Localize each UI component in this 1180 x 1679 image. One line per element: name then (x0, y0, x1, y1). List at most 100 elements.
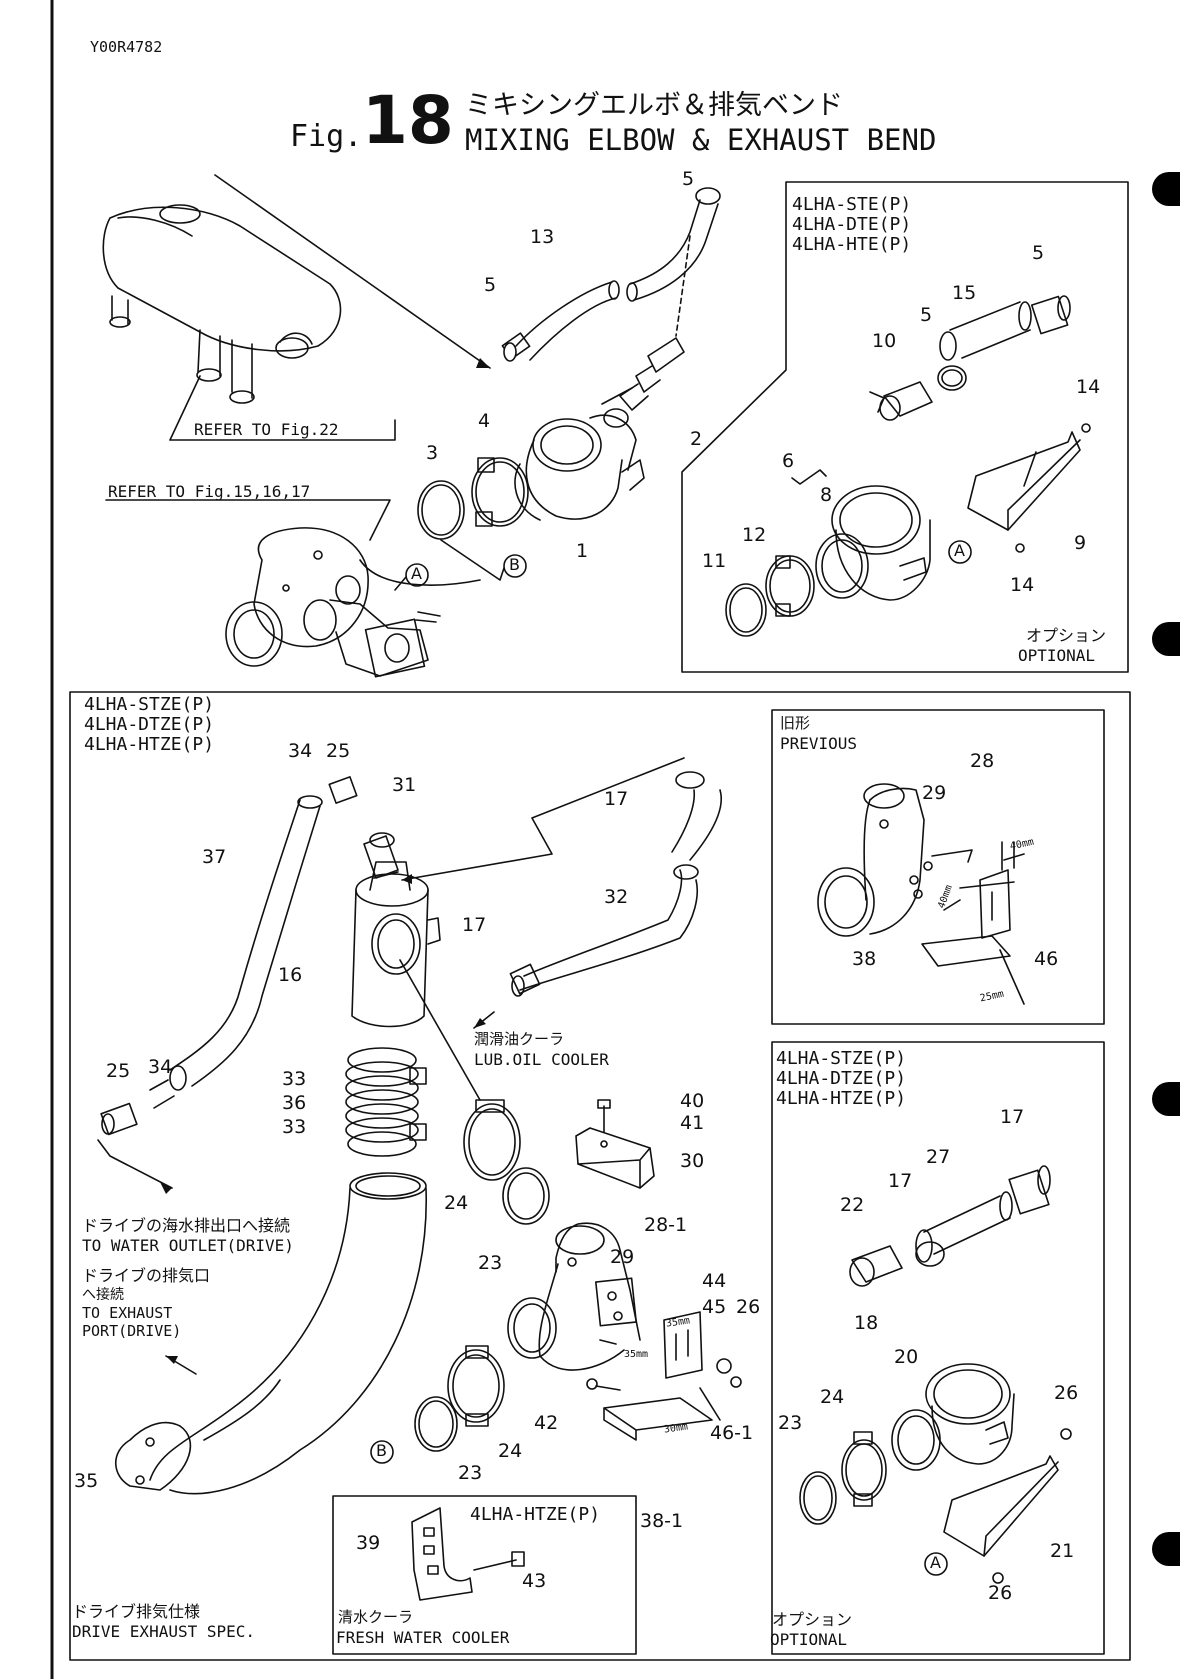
marker-B-mid (370, 1440, 394, 1464)
water-outlet-en: TO WATER OUTLET(DRIVE) (82, 1236, 294, 1255)
gasket-23-mid-drawing (502, 1167, 550, 1225)
htze-model: 4LHA-HTZE(P) (470, 1504, 601, 1525)
part-number: 37 (202, 846, 227, 868)
part-number: 5 (682, 168, 695, 190)
marker-A-opt-low-label: A (930, 1553, 941, 1572)
htze-frame (332, 1495, 637, 1655)
binder-hole-marker (1152, 1082, 1180, 1116)
part-number: 26 (1054, 1382, 1079, 1404)
mixing-elbow-1-drawing (514, 387, 645, 521)
top-options-frame (681, 181, 1129, 673)
part-number: 16 (278, 964, 303, 986)
part-number: 23 (458, 1462, 483, 1484)
marker-A-opt-top (948, 540, 972, 564)
part-number: 2 (690, 428, 703, 450)
exhaust-port-en-2: PORT(DRIVE) (82, 1322, 182, 1340)
opt2-model-3: 4LHA-HTZE(P) (776, 1088, 907, 1109)
part-number: 23 (778, 1412, 803, 1434)
part-number: 30 (680, 1150, 705, 1172)
part-number: 40 (680, 1090, 705, 1112)
lub-cooler-line (401, 757, 685, 881)
water-outlet-line (97, 1139, 173, 1189)
marker-B-mid-label: B (376, 1441, 387, 1460)
part-number: 5 (484, 274, 497, 296)
part-number: 38-1 (640, 1510, 684, 1532)
part-number: 34 (148, 1056, 173, 1078)
part-number: 29 (922, 782, 947, 804)
part-number: 5 (920, 304, 933, 326)
fresh-cooler-en: FRESH WATER COOLER (336, 1628, 510, 1647)
part-number: 46 (1034, 948, 1059, 970)
lower-model-3: 4LHA-HTZE(P) (84, 734, 215, 755)
gasket-3-drawing (417, 480, 465, 540)
part-number: 8 (820, 484, 833, 506)
fresh-cooler-jp: 清水クーラ (338, 1608, 414, 1626)
mixing-elbow-29-drawing (507, 1222, 641, 1371)
opt2-optional-jp: オプション (772, 1610, 853, 1629)
lower-model-2: 4LHA-DTZE(P) (84, 714, 215, 735)
clamp-24-low-drawing (447, 1345, 505, 1427)
part-number: 9 (1074, 532, 1087, 554)
drive-spec-en: DRIVE EXHAUST SPEC. (72, 1622, 256, 1641)
water-outlet-jp: ドライブの海水排出口へ接続 (82, 1216, 291, 1235)
ref-fig15-leader (105, 499, 391, 541)
exhaust-port-jp-2: へ接続 (82, 1287, 124, 1303)
opt2-optional-en: OPTIONAL (770, 1630, 848, 1649)
part-number: 27 (926, 1146, 951, 1168)
opt2-model-2: 4LHA-DTZE(P) (776, 1068, 907, 1089)
lower-options-frame (771, 1041, 1105, 1655)
part-number: 28-1 (644, 1214, 688, 1236)
marker-A-top (405, 563, 429, 587)
part-number: 25 (326, 740, 351, 762)
fitting-31-drawing (328, 776, 399, 879)
bracket-46-1-drawing (603, 1311, 721, 1441)
mid-dim-2: 35mm (624, 1349, 649, 1360)
exhaust-port-jp-1: ドライブの排気口 (82, 1266, 211, 1285)
part-number: 31 (392, 774, 417, 796)
part-number: 21 (1050, 1540, 1075, 1562)
part-number: 14 (1076, 376, 1101, 398)
top-model-1: 4LHA-STE(P) (792, 194, 912, 215)
part-number: 17 (1000, 1106, 1025, 1128)
part-number: 17 (604, 788, 629, 810)
title-jp: ミキシングエルボ＆排気ベンド (465, 90, 843, 121)
part-number: 29 (610, 1246, 635, 1268)
binder-hole-marker (1152, 622, 1180, 656)
clamp-24-mid-drawing (463, 1099, 521, 1181)
gasket-23-low-drawing (414, 1396, 458, 1452)
part-number: 20 (894, 1346, 919, 1368)
part-number: 15 (952, 282, 977, 304)
marker-A-top-label: A (411, 564, 422, 583)
part-number: 24 (444, 1192, 469, 1214)
part-number: 23 (478, 1252, 503, 1274)
lub-cooler-en: LUB.OIL COOLER (474, 1050, 609, 1069)
fitting-2-drawing (619, 337, 685, 411)
part-number: 41 (680, 1112, 705, 1134)
opt2-model-1: 4LHA-STZE(P) (776, 1048, 907, 1069)
ref-fig15: REFER TO Fig.15,16,17 (108, 482, 311, 501)
part-number: 45 (702, 1296, 727, 1318)
part-number: 44 (702, 1270, 727, 1292)
marker-A-opt-top-label: A (954, 541, 965, 560)
hose-37-drawing (100, 795, 323, 1136)
part-number: 42 (534, 1412, 559, 1434)
lower-main-frame (69, 691, 1131, 1661)
title-en: MIXING ELBOW & EXHAUST BEND (465, 123, 937, 157)
part-number: 26 (988, 1582, 1013, 1604)
part-number: 10 (872, 330, 897, 352)
part-number: 18 (854, 1312, 879, 1334)
top-model-3: 4LHA-HTE(P) (792, 234, 912, 255)
part-number: 33 (282, 1116, 307, 1138)
top-optional-jp: オプション (1026, 626, 1107, 645)
hose-32-drawing (509, 771, 722, 997)
part-number: 33 (282, 1068, 307, 1090)
lower-model-1: 4LHA-STZE(P) (84, 694, 215, 715)
previous-en: PREVIOUS (780, 734, 858, 753)
part-number: 14 (1010, 574, 1035, 596)
part-number: 1 (576, 540, 589, 562)
ref-fig22-leader (169, 375, 396, 441)
cover-30-drawing (575, 1099, 655, 1189)
top-model-2: 4LHA-DTE(P) (792, 214, 912, 235)
binder-hole-marker (1152, 172, 1180, 206)
